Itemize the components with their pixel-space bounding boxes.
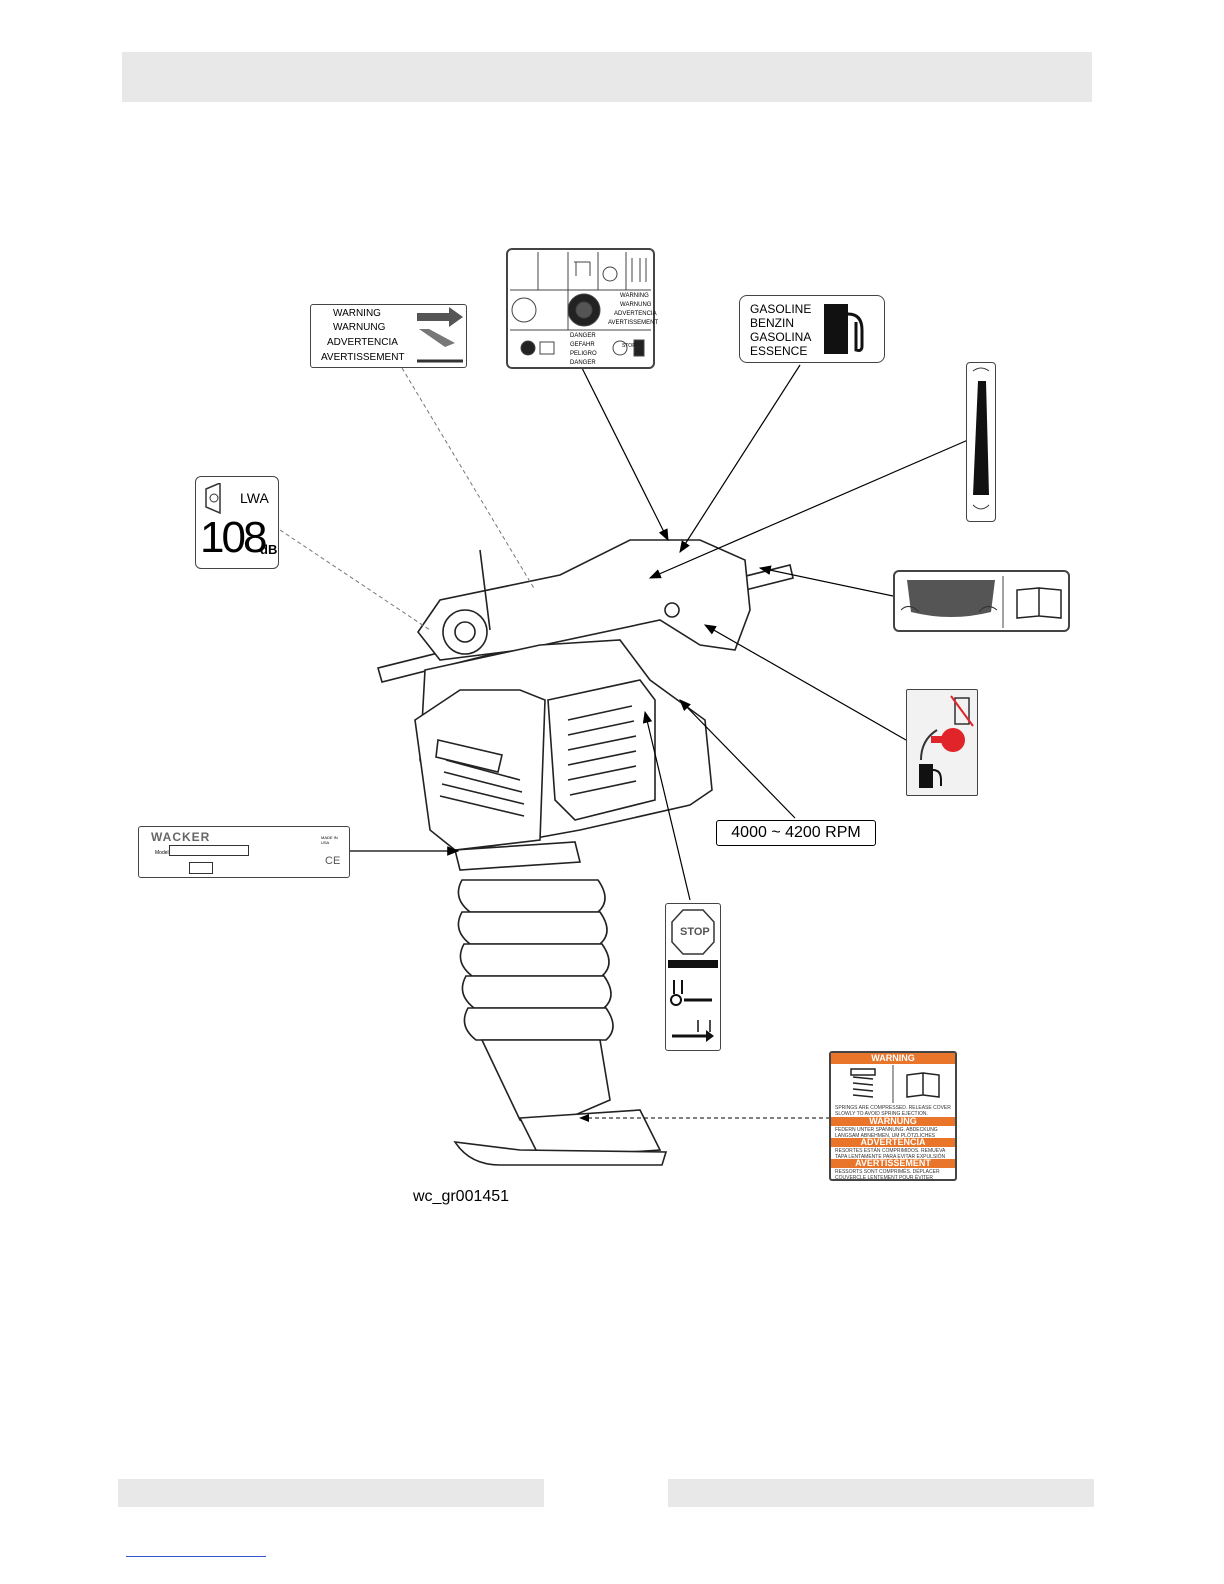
warning-fr: AVERTISSEMENT <box>321 352 405 363</box>
nameplate-brand: WACKER <box>151 830 211 844</box>
spring-text-fr: RESSORTS SONT COMPRIMÉS. DÉPLACER COUVER… <box>835 1169 940 1181</box>
footer-link-underline[interactable] <box>126 1556 266 1557</box>
stop-sign-text: STOP <box>680 926 710 938</box>
stop-lever-icon <box>668 909 718 1042</box>
panel-danger-fr: DANGER <box>570 360 596 366</box>
panel-warning-fr: AVERTISSEMENT <box>608 320 659 326</box>
lwa-label: LWA <box>240 490 269 506</box>
read-manual-decal <box>893 570 1070 632</box>
rpm-callout: 4000 ~ 4200 RPM <box>716 820 876 846</box>
spring-warning-header-en: WARNING <box>831 1053 955 1064</box>
footer-bar-right <box>668 1479 1094 1507</box>
nameplate-made-in: MADE IN USA <box>321 835 338 845</box>
nameplate-decal: WACKER Model MADE IN USA CE <box>138 826 350 878</box>
fuel-valve-decal <box>906 689 978 796</box>
fuel-pump-icon <box>824 304 864 354</box>
nameplate-model-label: Model <box>155 850 169 856</box>
fuel-fr: ESSENCE <box>750 344 808 358</box>
control-icons <box>510 252 651 357</box>
spring-warning-header-de: WARNUNG <box>831 1117 955 1126</box>
warning-handle-decal: WARNING WARNUNG ADVERTENCIA AVERTISSEMEN… <box>310 304 467 368</box>
spring-warning-header-fr: AVERTISSEMENT <box>831 1159 955 1168</box>
ce-mark: CE <box>325 855 341 867</box>
serial-field <box>189 862 213 874</box>
sound-unit: dB <box>260 542 278 557</box>
spring-book-icon <box>850 1065 940 1103</box>
fuel-de: BENZIN <box>750 316 795 330</box>
panel-danger-es: PELIGRO <box>570 351 597 357</box>
panel-danger-en: DANGER <box>570 333 596 339</box>
spring-warning-decal: WARNING SPRINGS ARE COMPRESSED. RELEASE … <box>829 1051 957 1181</box>
header-bar <box>122 52 1092 102</box>
panel-danger-de: GEFAHR <box>570 342 595 348</box>
model-field <box>169 845 249 856</box>
warning-de: WARNUNG <box>333 322 386 333</box>
panel-warning-en: WARNING <box>620 293 649 299</box>
spring-text-en: SPRINGS ARE COMPRESSED. RELEASE COVER SL… <box>835 1105 951 1117</box>
fuel-es: GASOLINA <box>750 330 812 344</box>
footer-bar-left <box>118 1479 544 1507</box>
sound-value: 108 <box>200 513 267 562</box>
panel-stop-text: STOP <box>622 343 636 349</box>
panel-warning-de: WARNUNG <box>620 302 652 308</box>
fuel-valve-icon <box>919 695 974 788</box>
throttle-wedge-icon <box>972 367 990 510</box>
warning-en: WARNING <box>333 308 381 319</box>
handle-book-icon <box>900 576 1062 628</box>
fuel-en: GASOLINE <box>750 302 812 316</box>
panel-warning-es: ADVERTENCIA <box>614 311 657 317</box>
warning-es: ADVERTENCIA <box>327 337 398 348</box>
hand-crush-icon <box>417 307 463 363</box>
throttle-decal <box>966 362 996 522</box>
operation-panel-decal: WARNING WARNUNG ADVERTENCIA AVERTISSEMEN… <box>506 248 659 369</box>
ear-protection-icon <box>205 483 221 515</box>
stop-decal: STOP <box>665 903 721 1051</box>
fuel-decal: GASOLINE BENZIN GASOLINA ESSENCE <box>739 295 885 363</box>
figure-caption: wc_gr001451 <box>413 1188 510 1205</box>
spring-warning-header-es: ADVERTENCIA <box>831 1138 955 1147</box>
sound-power-decal: LWA 108 dB <box>195 476 279 569</box>
